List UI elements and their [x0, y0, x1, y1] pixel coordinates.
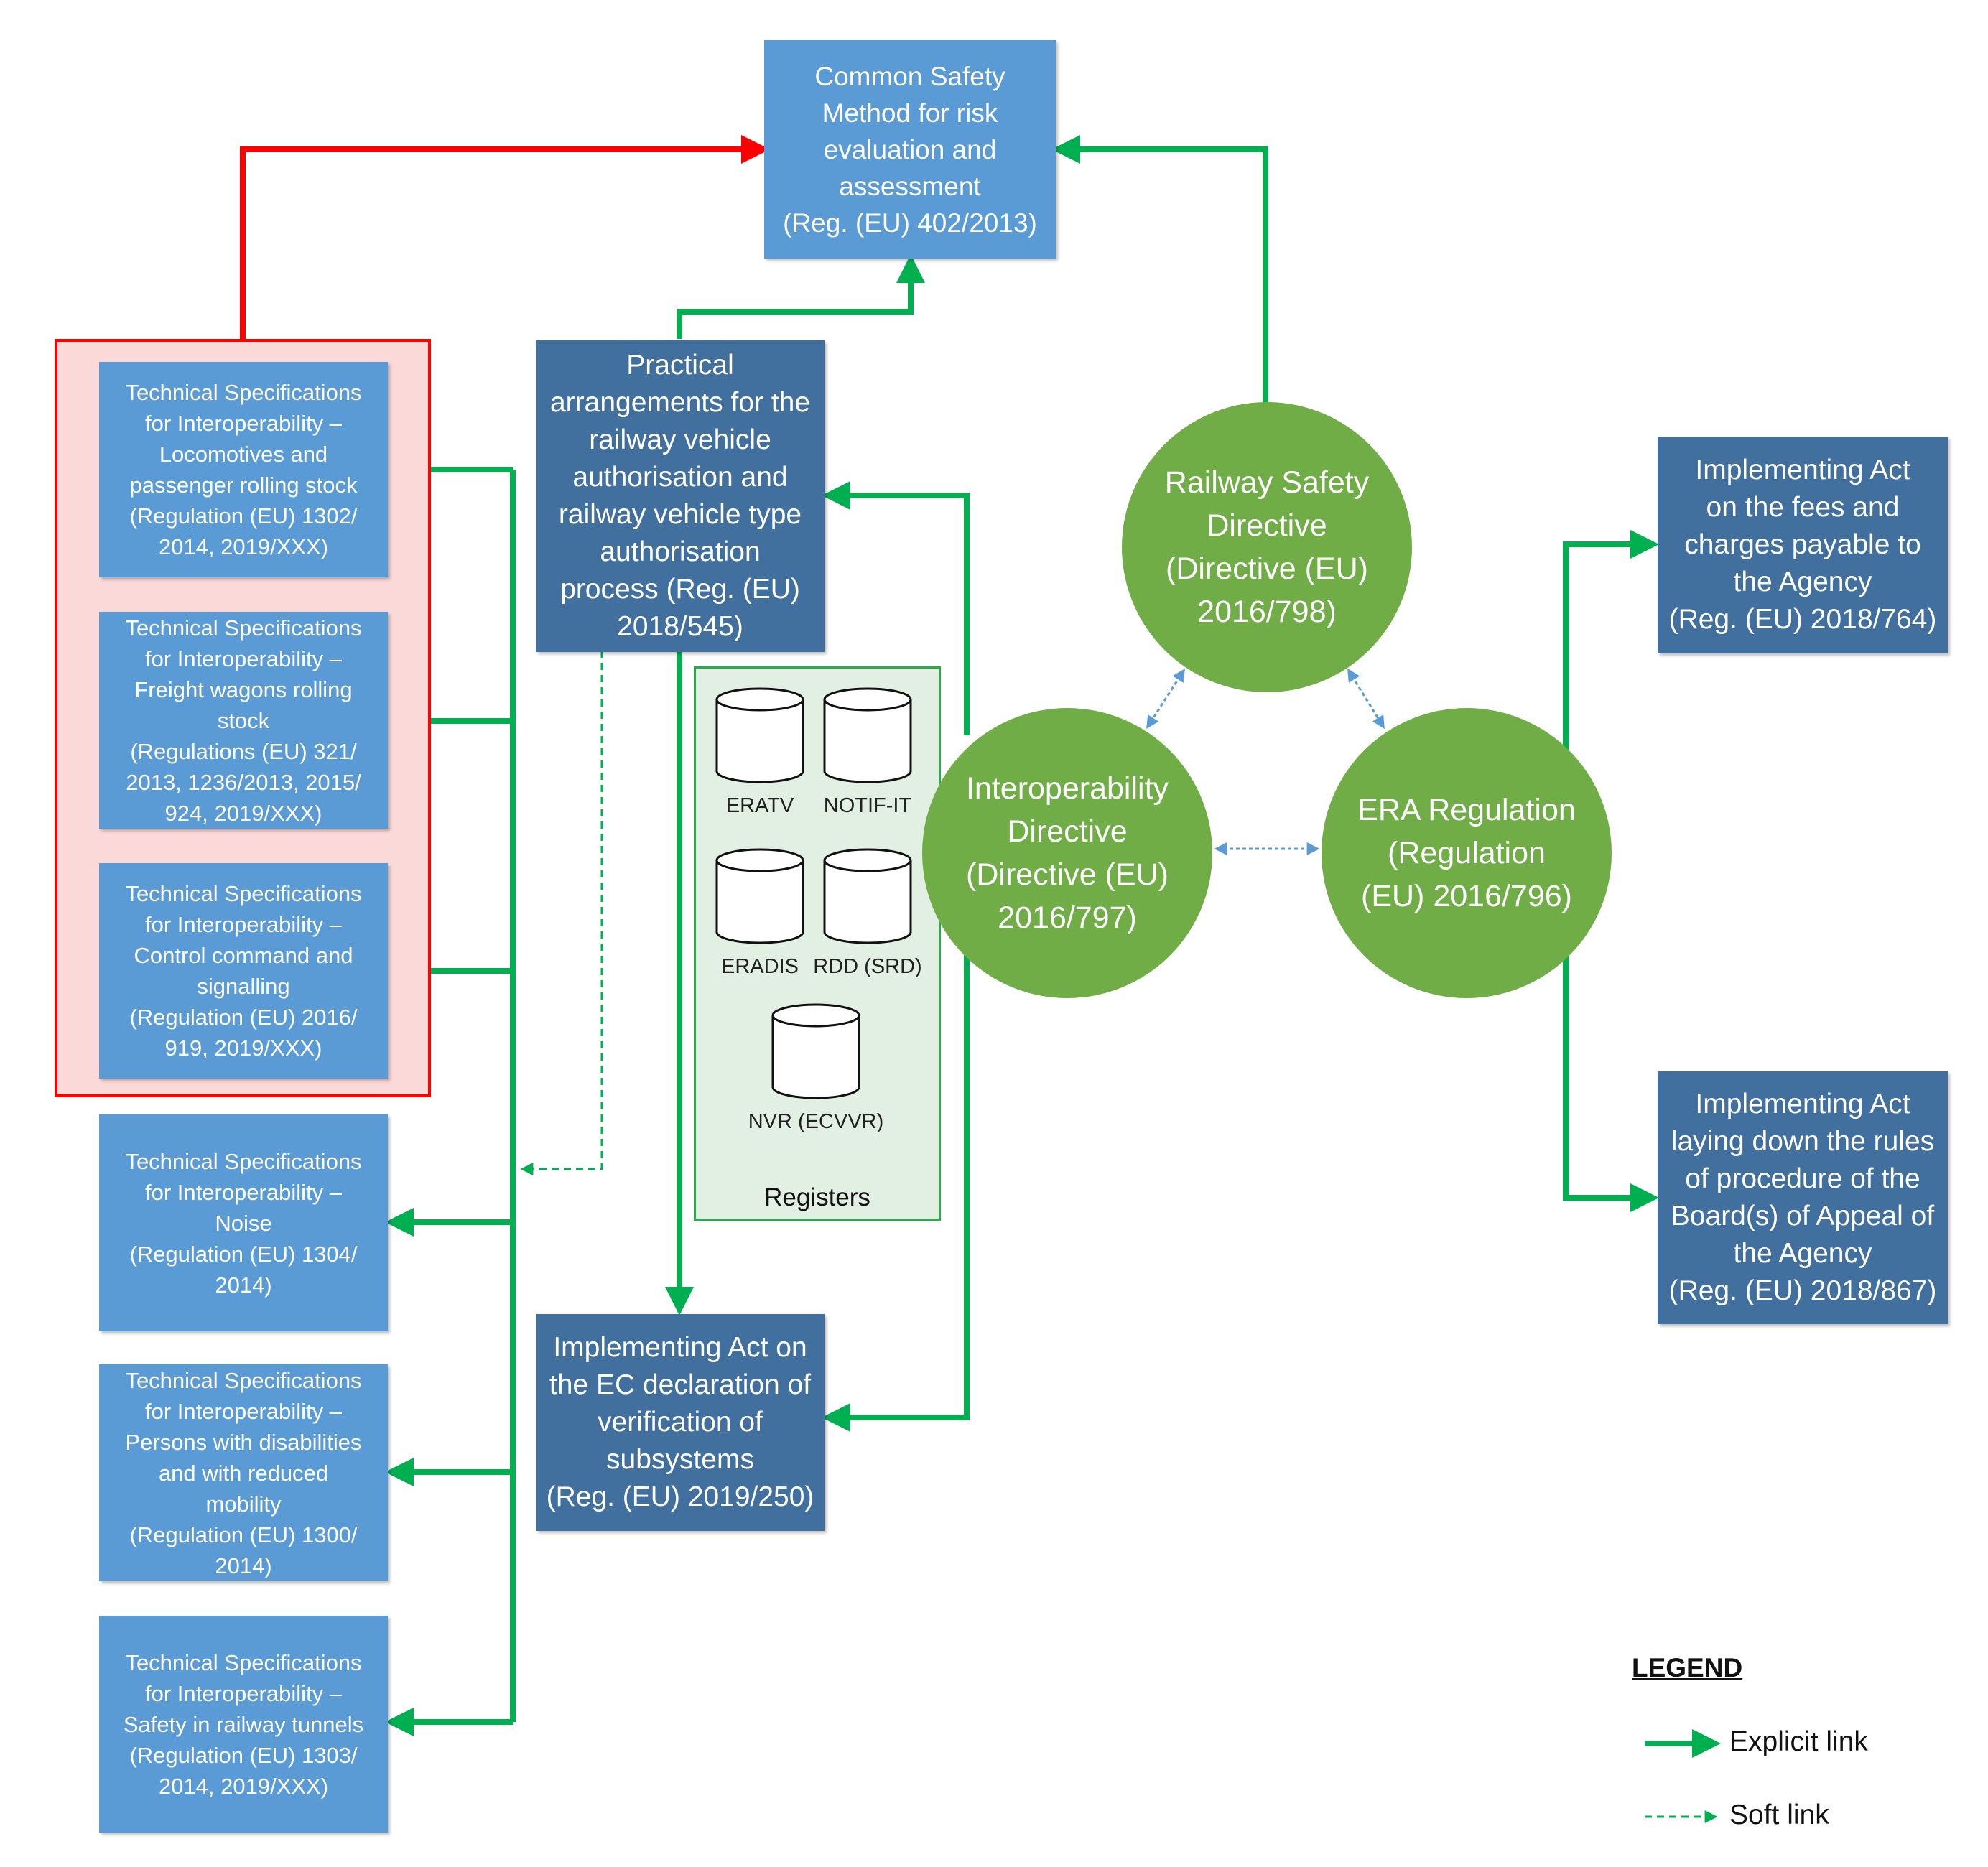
practical-arrangements-text: Practical arrangements for the railway v… [549, 350, 811, 642]
database-label-eradis: ERADIS [721, 955, 799, 978]
legend-title: LEGEND [1632, 1653, 1743, 1682]
interoperability-directive-circle: Interoperability Directive (Directive (E… [922, 708, 1212, 998]
relation-safety-interop [1146, 668, 1185, 730]
railway-safety-directive-text: Railway Safety Directive (Directive (EU)… [1164, 465, 1370, 629]
database-label-eratv: ERATV [725, 794, 794, 817]
era-regulation-text: ERA Regulation (Regulation (EU) 2016/796… [1357, 793, 1576, 913]
soft-link-practical-to-tsi [520, 651, 603, 1175]
appeal-act-text: Implementing Act laying down the rules o… [1668, 1089, 1937, 1306]
fees-act-text: Implementing Act on the fees and charges… [1668, 455, 1937, 635]
tsi-text-noise: Technical Specifications for Interoperab… [125, 1148, 362, 1298]
link-safety-to-csm [1051, 135, 1268, 405]
link-interop-to-practical [822, 481, 970, 735]
database-label-nvr: NVR (ECVVR) [748, 1110, 884, 1133]
registers-panel [694, 666, 941, 1221]
tsi-text-tunnels: Technical Specifications for Interoperab… [123, 1649, 364, 1799]
red-link-tsi-to-csm [240, 135, 770, 339]
registers-title: Registers [764, 1183, 870, 1211]
fees-act-box: Implementing Act on the fees and charges… [1658, 437, 1948, 653]
database-label-rdd: RDD (SRD) [813, 955, 922, 978]
tsi-text-prm: Technical Specifications for Interoperab… [125, 1367, 362, 1578]
practical-arrangements-box: Practical arrangements for the railway v… [536, 340, 825, 652]
csm-text: Common Safety Method for risk evaluation… [783, 61, 1037, 238]
tsi-box-tunnels: Technical Specifications for Interoperab… [99, 1616, 388, 1833]
link-era-to-fees [1563, 530, 1659, 753]
era-regulation-circle: ERA Regulation (Regulation (EU) 2016/796… [1322, 708, 1612, 998]
tsi-box-freight: Technical Specifications for Interoperab… [99, 612, 388, 829]
interoperability-directive-text: Interoperability Directive (Directive (E… [965, 771, 1169, 935]
link-practical-to-csm [677, 254, 925, 339]
tsi-box-noise: Technical Specifications for Interoperab… [99, 1114, 388, 1331]
tsi-box-locomotives: Technical Specifications for Interoperab… [99, 362, 388, 577]
ec-declaration-text: Implementing Act on the EC declaration o… [546, 1332, 814, 1512]
database-label-notif-it: NOTIF-IT [823, 794, 912, 817]
appeal-act-box: Implementing Act laying down the rules o… [1658, 1071, 1948, 1324]
tsi-box-ccs: Technical Specifications for Interoperab… [99, 863, 388, 1079]
tsi-text-ccs: Technical Specifications for Interoperab… [125, 881, 362, 1061]
tsi-box-prm: Technical Specifications for Interoperab… [99, 1364, 388, 1581]
relation-safety-era [1347, 668, 1385, 730]
link-interop-to-ec [822, 951, 970, 1432]
legend-soft-label: Soft link [1729, 1800, 1829, 1830]
ec-declaration-box: Implementing Act on the EC declaration o… [536, 1314, 825, 1531]
tsi-text-locomotives: Technical Specifications for Interoperab… [125, 380, 362, 559]
link-era-to-appeal [1563, 949, 1659, 1212]
csm-box: Common Safety Method for risk evaluation… [764, 40, 1056, 259]
railway-safety-directive-circle: Railway Safety Directive (Directive (EU)… [1122, 402, 1412, 692]
legend-explicit-label: Explicit link [1729, 1726, 1868, 1757]
tsi-text-freight: Technical Specifications for Interoperab… [125, 615, 362, 826]
